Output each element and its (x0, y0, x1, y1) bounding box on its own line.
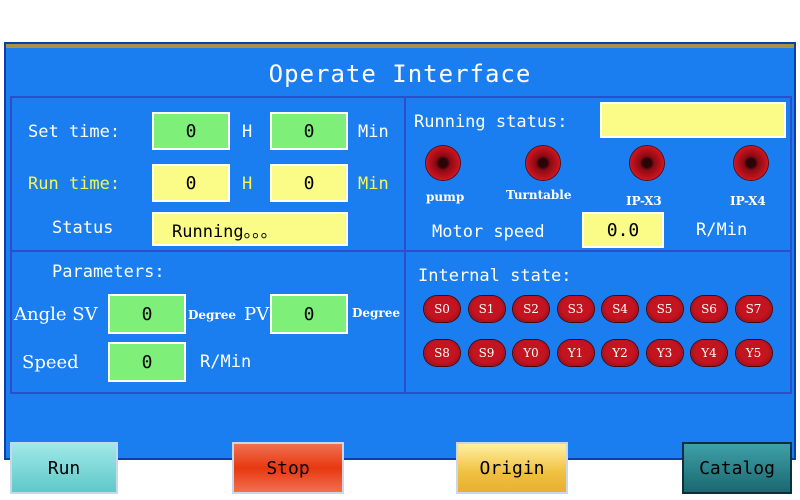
run-time-min-field: 0 (270, 164, 348, 202)
speed-unit: R/Min (200, 352, 252, 372)
motor-speed-unit: R/Min (696, 220, 748, 240)
internal-state-indicator: Y5 (735, 340, 772, 366)
operate-screen: Operate Interface Set time: 0 H 0 Min Ru… (4, 42, 796, 494)
running-panel: Running status: pump Turntable IP-X3 IP-… (404, 96, 792, 252)
catalog-button[interactable]: Catalog (682, 442, 792, 494)
internal-state-indicator: Y3 (646, 340, 683, 366)
angle-sv-label: Angle SV (14, 304, 98, 325)
set-time-hours-field[interactable]: 0 (152, 112, 230, 150)
run-time-min-unit: Min (358, 174, 389, 194)
internal-state-indicator: Y2 (602, 340, 638, 366)
internal-state-indicator: S1 (468, 296, 505, 322)
internal-state-indicator: Y4 (691, 340, 727, 366)
run-button[interactable]: Run (10, 442, 118, 494)
set-time-min-field[interactable]: 0 (270, 112, 348, 150)
time-panel: Set time: 0 H 0 Min Run time: 0 H 0 Min … (10, 96, 406, 252)
ip-x4-label: IP-X4 (730, 194, 766, 208)
motor-speed-label: Motor speed (432, 222, 545, 242)
turntable-label: Turntable (506, 188, 572, 202)
internal-state-indicator: S0 (424, 296, 460, 322)
run-time-label: Run time: (28, 174, 121, 194)
internal-state-indicator: S7 (735, 296, 772, 322)
internal-state-indicator: S6 (691, 296, 727, 322)
parameters-title: Parameters: (52, 262, 165, 282)
internal-state-indicator: S9 (468, 340, 505, 366)
internal-state-indicator: Y0 (513, 340, 549, 366)
pump-lamp (426, 146, 460, 180)
angle-sv-field[interactable]: 0 (108, 294, 186, 334)
internal-state-indicator: Y1 (557, 340, 594, 366)
ip-x4-lamp (734, 146, 768, 180)
internal-state-indicator: S3 (557, 296, 594, 322)
parameters-panel: Parameters: Angle SV 0 Degree PV 0 Degre… (10, 250, 406, 394)
pump-label: pump (426, 190, 465, 204)
internal-state-indicator: S8 (424, 340, 460, 366)
pv-field: 0 (270, 294, 348, 334)
running-status-field (600, 102, 786, 138)
internal-state-indicator: S5 (646, 296, 683, 322)
set-time-label: Set time: (28, 122, 121, 142)
speed-label: Speed (22, 352, 79, 373)
status-field: Running。。。 (152, 212, 348, 246)
run-time-h-unit: H (242, 174, 253, 194)
set-time-h-unit: H (242, 122, 253, 142)
internal-state-indicator: S4 (602, 296, 638, 322)
angle-sv-degree-unit: Degree (188, 308, 237, 322)
top-accent-bar (6, 44, 794, 48)
set-time-min-unit: Min (358, 122, 389, 142)
run-time-hours-field: 0 (152, 164, 230, 202)
origin-button[interactable]: Origin (456, 442, 568, 494)
stop-button[interactable]: Stop (232, 442, 344, 494)
ip-x3-label: IP-X3 (626, 194, 662, 208)
internal-state-indicator: S2 (513, 296, 549, 322)
page-title: Operate Interface (268, 60, 532, 88)
speed-field[interactable]: 0 (108, 342, 186, 382)
internal-state-title: Internal state: (418, 266, 572, 286)
motor-speed-field: 0.0 (582, 212, 664, 248)
pv-label: PV (244, 304, 270, 325)
pv-degree-unit: Degree (352, 306, 401, 320)
turntable-lamp (526, 146, 560, 180)
running-status-label: Running status: (414, 112, 568, 132)
status-label: Status (52, 218, 114, 238)
ip-x3-lamp (630, 146, 664, 180)
